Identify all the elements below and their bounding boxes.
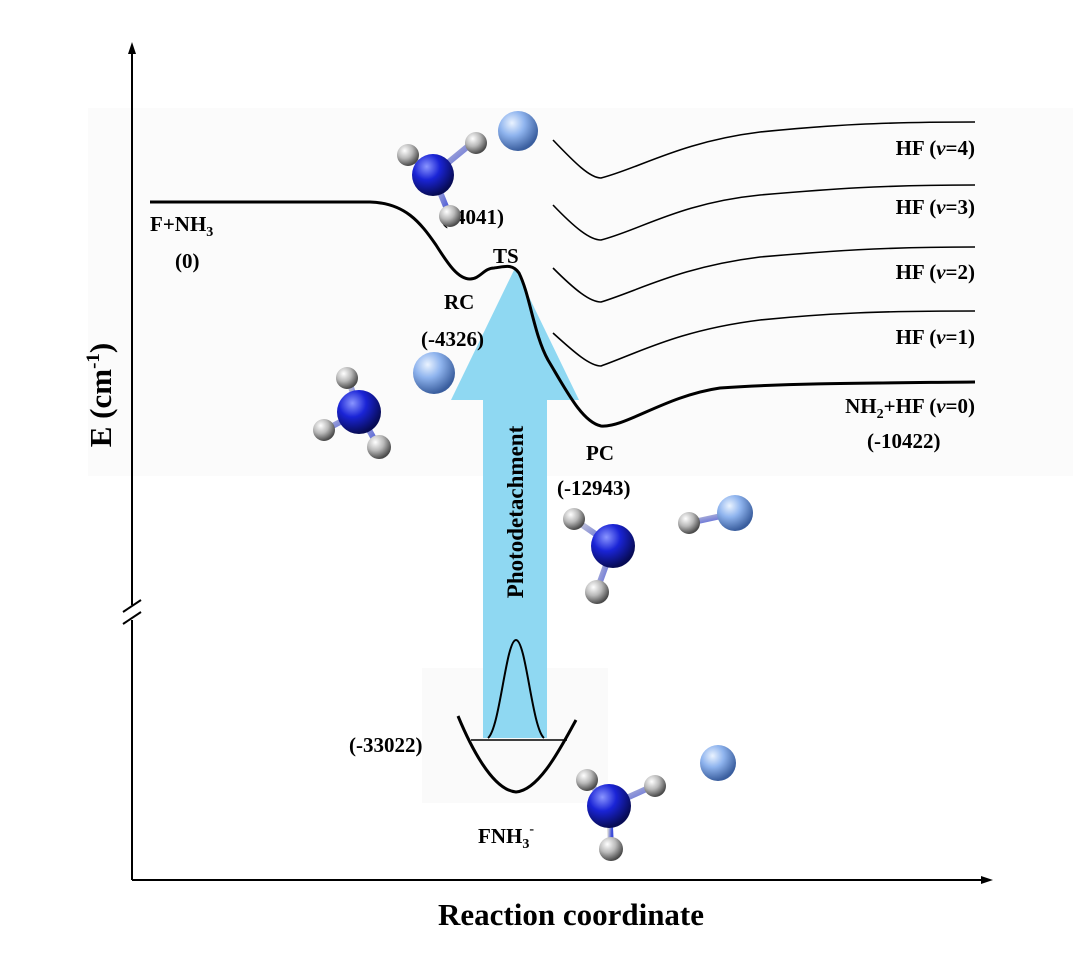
product-energy: (-10422)	[867, 429, 940, 453]
axis-break-mark-1	[122, 599, 142, 613]
reactant-energy: (0)	[175, 249, 200, 273]
y-axis-arrowhead	[128, 42, 136, 54]
axes	[122, 50, 985, 881]
anion-label: FNH3-	[478, 822, 534, 852]
hydrogen-atom	[336, 367, 358, 389]
hydrogen-atom	[644, 775, 666, 797]
nitrogen-atom	[591, 524, 635, 568]
axis-break-mark-2	[122, 611, 142, 625]
rc-energy: (-4326)	[421, 327, 484, 351]
hf-vibrational-curves	[552, 121, 976, 367]
hf-v1-label: HF (v=1)	[896, 325, 975, 349]
arrow-shaft	[483, 398, 547, 738]
y-axis-title: E (cm-1)	[83, 343, 118, 448]
pc-energy: (-12943)	[557, 476, 630, 500]
photodetachment-arrow: Photodetachment	[451, 268, 579, 738]
photodetachment-label: Photodetachment	[503, 425, 528, 598]
x-axis-title: Reaction coordinate	[438, 897, 704, 932]
hf-v4-curve	[552, 121, 976, 179]
hydrogen-atom	[439, 205, 461, 227]
fluorine-atom	[498, 111, 538, 151]
nitrogen-atom	[412, 154, 454, 196]
ts-molecule	[397, 111, 538, 227]
hf-v2-curve	[552, 246, 976, 303]
reactant-label: F+NH3	[150, 212, 213, 240]
hydrogen-atom	[678, 512, 700, 534]
pc-molecule	[563, 495, 753, 604]
anion-energy: (-33022)	[349, 733, 422, 757]
hydrogen-atom	[397, 144, 419, 166]
arrow-head	[451, 268, 579, 400]
fluorine-atom	[717, 495, 753, 531]
anion-molecule	[576, 745, 736, 861]
hydrogen-atom	[585, 580, 609, 604]
x-axis-arrowhead	[981, 876, 993, 884]
hydrogen-atom	[599, 837, 623, 861]
product-label: NH2+HF (v=0)	[845, 394, 975, 422]
hydrogen-atom	[465, 132, 487, 154]
hydrogen-atom	[313, 419, 335, 441]
hf-v2-label: HF (v=2)	[896, 260, 975, 284]
ts-label: TS	[493, 244, 519, 268]
fluorine-atom	[413, 352, 455, 394]
anion-wavefunction	[487, 638, 545, 739]
hydrogen-atom	[367, 435, 391, 459]
hf-v3-label: HF (v=3)	[896, 195, 975, 219]
hydrogen-atom	[576, 769, 598, 791]
fluorine-atom	[700, 745, 736, 781]
pc-label: PC	[586, 441, 614, 465]
reaction-path-curve	[150, 200, 976, 428]
hydrogen-atom	[563, 508, 585, 530]
nitrogen-atom	[587, 784, 631, 828]
rc-label: RC	[444, 290, 474, 314]
nitrogen-atom	[337, 390, 381, 434]
anion-well	[456, 638, 578, 794]
hf-v3-curve	[552, 184, 976, 241]
rc-molecule	[313, 352, 455, 459]
hf-v4-label: HF (v=4)	[896, 136, 975, 160]
anion-potential-well	[456, 715, 578, 794]
hf-v1-curve	[552, 310, 976, 367]
